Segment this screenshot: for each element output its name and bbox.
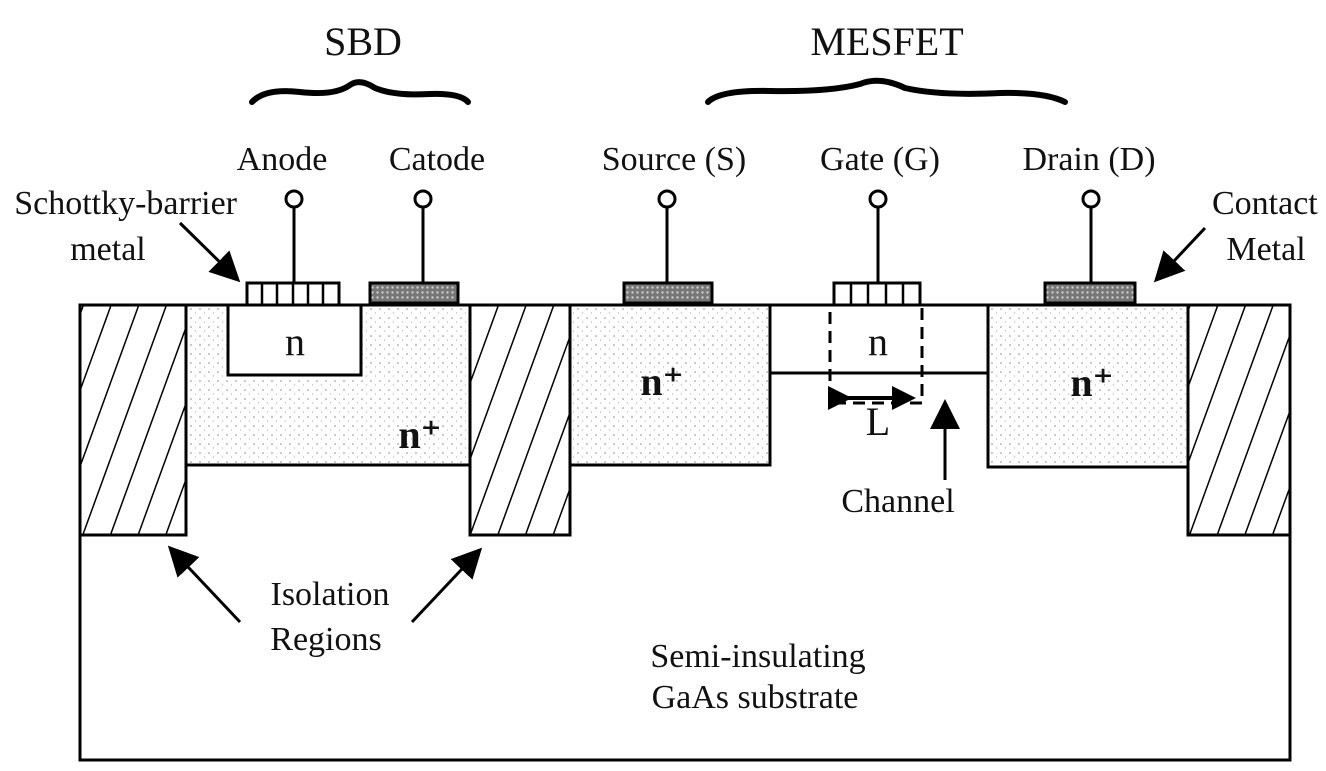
gate-schottky-metal xyxy=(832,281,922,307)
channel-n-layer xyxy=(768,303,990,375)
substrate-label-line2: GaAs substrate xyxy=(652,679,859,716)
anode-schottky-metal xyxy=(245,281,341,307)
schottky-metal-arrow xyxy=(178,221,241,283)
contact-metal-label-line2: Metal xyxy=(1226,231,1305,268)
mesfet-label: MESFET xyxy=(810,19,963,64)
schottky-metal-label: Schottky-barrier xyxy=(14,185,237,222)
source-nplus-well xyxy=(568,303,772,467)
sbd-nplus-label: n⁺ xyxy=(398,412,441,457)
channel-label: Channel xyxy=(841,483,954,520)
source-nplus-label: n⁺ xyxy=(640,359,683,404)
drain-contact-metal xyxy=(1043,281,1137,305)
gate-n-label: n xyxy=(868,319,888,364)
source-terminal xyxy=(657,189,677,283)
drain-nplus-well xyxy=(986,303,1190,469)
contact-metal-arrow xyxy=(1153,226,1207,283)
substrate-label: Semi-insulating xyxy=(650,638,865,675)
catode-label: Catode xyxy=(389,141,485,178)
gate-length-label: L xyxy=(866,399,890,444)
gate-label: Gate (G) xyxy=(820,141,940,178)
isolation-region-left xyxy=(78,303,188,537)
source-contact-metal xyxy=(622,281,714,305)
sbd-brace xyxy=(249,79,471,105)
drain-nplus-label: n⁺ xyxy=(1070,360,1113,405)
isolation-region-right xyxy=(1186,303,1292,537)
drain-terminal xyxy=(1081,189,1101,283)
contact-metal-label: Contact xyxy=(1212,185,1318,222)
catode-terminal xyxy=(413,189,433,283)
source-label: Source (S) xyxy=(602,141,746,178)
isolation-label: Isolation xyxy=(271,576,390,613)
sbd-n-label: n xyxy=(285,319,305,364)
catode-contact-metal xyxy=(368,281,460,305)
isolation-label-line2: Regions xyxy=(270,621,381,658)
mesfet-brace xyxy=(705,77,1068,105)
anode-terminal xyxy=(284,189,304,283)
drain-label: Drain (D) xyxy=(1022,141,1155,178)
gate-terminal xyxy=(868,189,888,283)
isolation-arrow-right xyxy=(410,547,483,624)
schottky-metal-label-line2: metal xyxy=(70,231,146,268)
sbd-label: SBD xyxy=(324,19,402,64)
anode-label: Anode xyxy=(237,141,328,178)
isolation-arrow-left xyxy=(167,545,242,624)
isolation-region-middle xyxy=(468,303,572,537)
